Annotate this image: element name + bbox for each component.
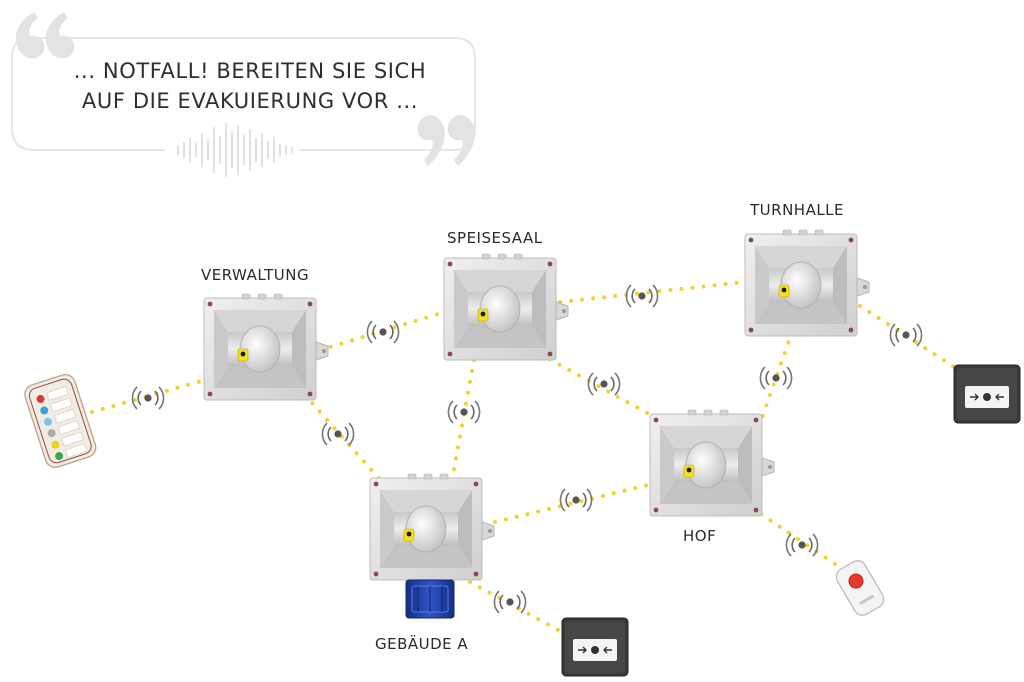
handheld-remote [24,373,97,468]
wireless-signal-icon [587,372,621,396]
speech-line-2: AUF DIE EVAKUIERUNG VOR ... [81,89,419,113]
wireless-signal-icon [447,400,481,424]
wireless-signal-icon [785,533,819,557]
wireless-signal-icon [366,320,400,344]
speaker-hof [649,409,775,517]
link-speisesaal-hof [538,352,662,422]
speaker-verwaltung [203,293,329,401]
wireless-signal-icon [625,284,659,308]
wireless-signal-icon [493,590,527,614]
speaker-turnhalle [744,229,870,337]
label-turnhalle: TURNHALLE [750,201,845,219]
speech-text: ... NOTFALL! BEREITEN SIE SICH AUF DIE E… [40,56,460,116]
link-gebaeude-hof [493,482,654,524]
speaker-gebaeude-a [369,473,495,581]
audio-waveform-icon [177,123,293,177]
link-hof-remote [750,506,852,576]
wireless-signal-icon [321,422,355,446]
wireless-signal-icon [759,366,793,390]
quotation-mark-icon [417,115,475,166]
wireless-signal-icon [131,386,165,410]
link-turnhalle-callpoint [858,304,964,374]
manual-call-point-right [953,364,1021,424]
link-gebaeude-callpoint [468,580,564,634]
wireless-signal-icon [559,488,593,512]
manual-call-point-bottom [561,617,629,677]
panic-button-remote [835,560,885,616]
label-speisesaal: SPEISESAAL [447,229,543,247]
label-gebaeude-a: GEBÄUDE A [375,635,469,653]
beacon-light [405,579,455,619]
speaker-speisesaal [443,253,569,361]
link-speisesaal-gebaeude [450,358,476,482]
quotation-mark-icon [15,12,75,59]
label-verwaltung: VERWALTUNG [201,266,310,284]
link-verwaltung-gebaeude [303,393,384,484]
label-hof: HOF [683,527,717,545]
speech-line-1: ... NOTFALL! BEREITEN SIE SICH [73,59,427,83]
link-speisesaal-turnhalle [558,280,747,304]
